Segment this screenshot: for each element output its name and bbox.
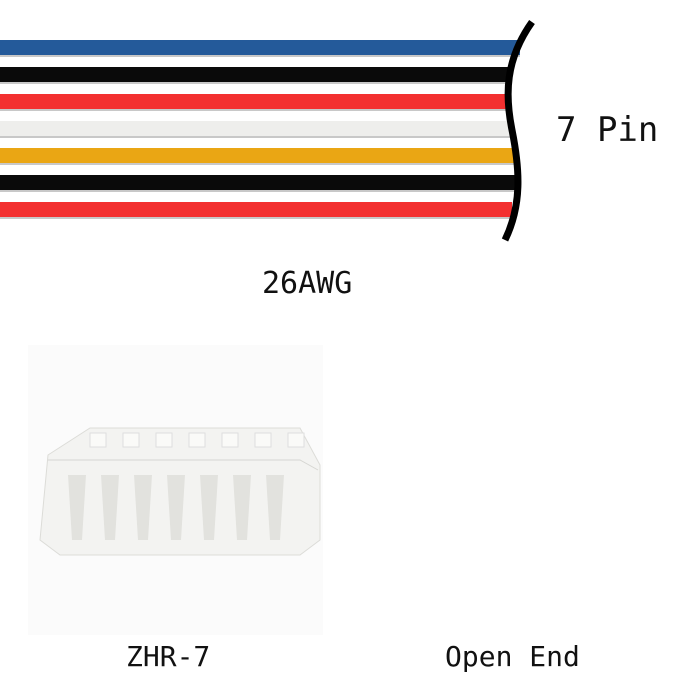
connector-pin-cavity: [266, 475, 284, 540]
connector-slot: [221, 432, 239, 448]
wire-shadow: [0, 189, 516, 192]
connector-pin-cavity: [167, 475, 185, 540]
connector-pin-cavity: [68, 475, 86, 540]
wire-shadow: [0, 108, 510, 111]
wire-shadow: [0, 135, 510, 138]
wire: [0, 67, 512, 82]
wire-shadow: [0, 162, 514, 165]
wire: [0, 121, 510, 136]
connector-slot: [89, 432, 107, 448]
wire: [0, 202, 512, 217]
wire-shadow: [0, 81, 512, 84]
open-end-label: Open End: [445, 640, 580, 673]
pin-count-label: 7 Pin: [556, 110, 659, 150]
zhr-connector-image: [28, 345, 323, 635]
ribbon-wires: [0, 40, 520, 219]
wire: [0, 94, 510, 109]
connector-pin-cavity: [233, 475, 251, 540]
connector-pin-cavity: [134, 475, 152, 540]
connector-label: ZHR-7: [126, 640, 211, 673]
connector-slot: [287, 432, 305, 448]
connector-slot: [188, 432, 206, 448]
wire: [0, 175, 516, 190]
connector-slot: [155, 432, 173, 448]
brace-icon: [501, 19, 535, 242]
wire-shadow: [0, 216, 512, 219]
connector-slot: [254, 432, 272, 448]
wire: [0, 40, 520, 55]
connector-pin-cavity: [200, 475, 218, 540]
wire: [0, 148, 514, 163]
wire-gauge-label: 26AWG: [262, 266, 353, 301]
connector-slot: [122, 432, 140, 448]
connector-pin-cavity: [101, 475, 119, 540]
wire-shadow: [0, 54, 520, 57]
